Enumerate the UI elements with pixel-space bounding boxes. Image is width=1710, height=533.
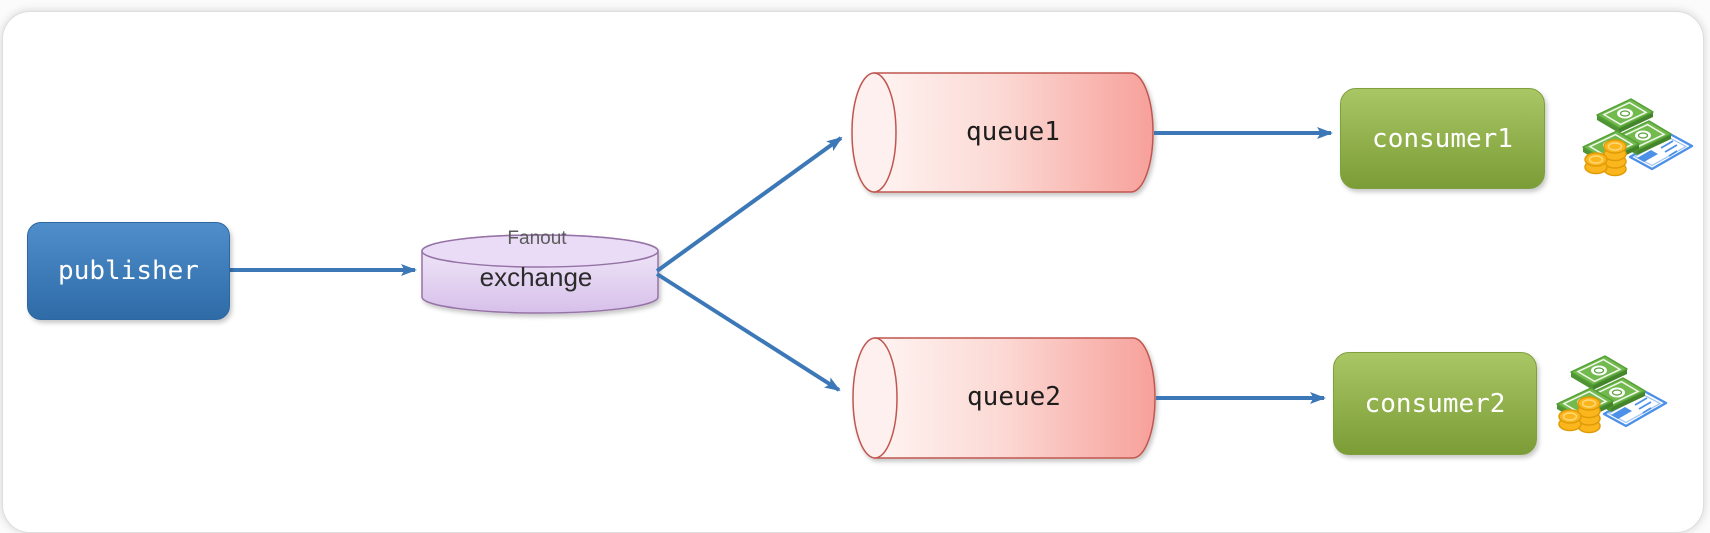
diagram-canvas [229, 72, 1694, 459]
queue2-node [852, 337, 1156, 459]
queue1-label: queue1 [966, 117, 1060, 147]
publisher-label: publisher [58, 256, 199, 286]
queue1-node [851, 72, 1154, 193]
consumer1-label: consumer1 [1372, 123, 1513, 154]
publisher-node: publisher [27, 222, 230, 320]
exchange-label: exchange [479, 262, 593, 292]
consumer2-label: consumer2 [1364, 388, 1506, 419]
edge-exchange-queue1 [655, 136, 843, 273]
consumer1-node: consumer1 [1340, 88, 1545, 189]
queue2-label: queue2 [967, 382, 1061, 412]
money-icon [1581, 97, 1694, 177]
money-icon [1555, 354, 1668, 434]
edge-exchange-queue2 [655, 272, 841, 392]
consumer2-node: consumer2 [1333, 352, 1537, 455]
exchange-type-label: Fanout [507, 228, 567, 249]
exchange-node [421, 234, 659, 314]
